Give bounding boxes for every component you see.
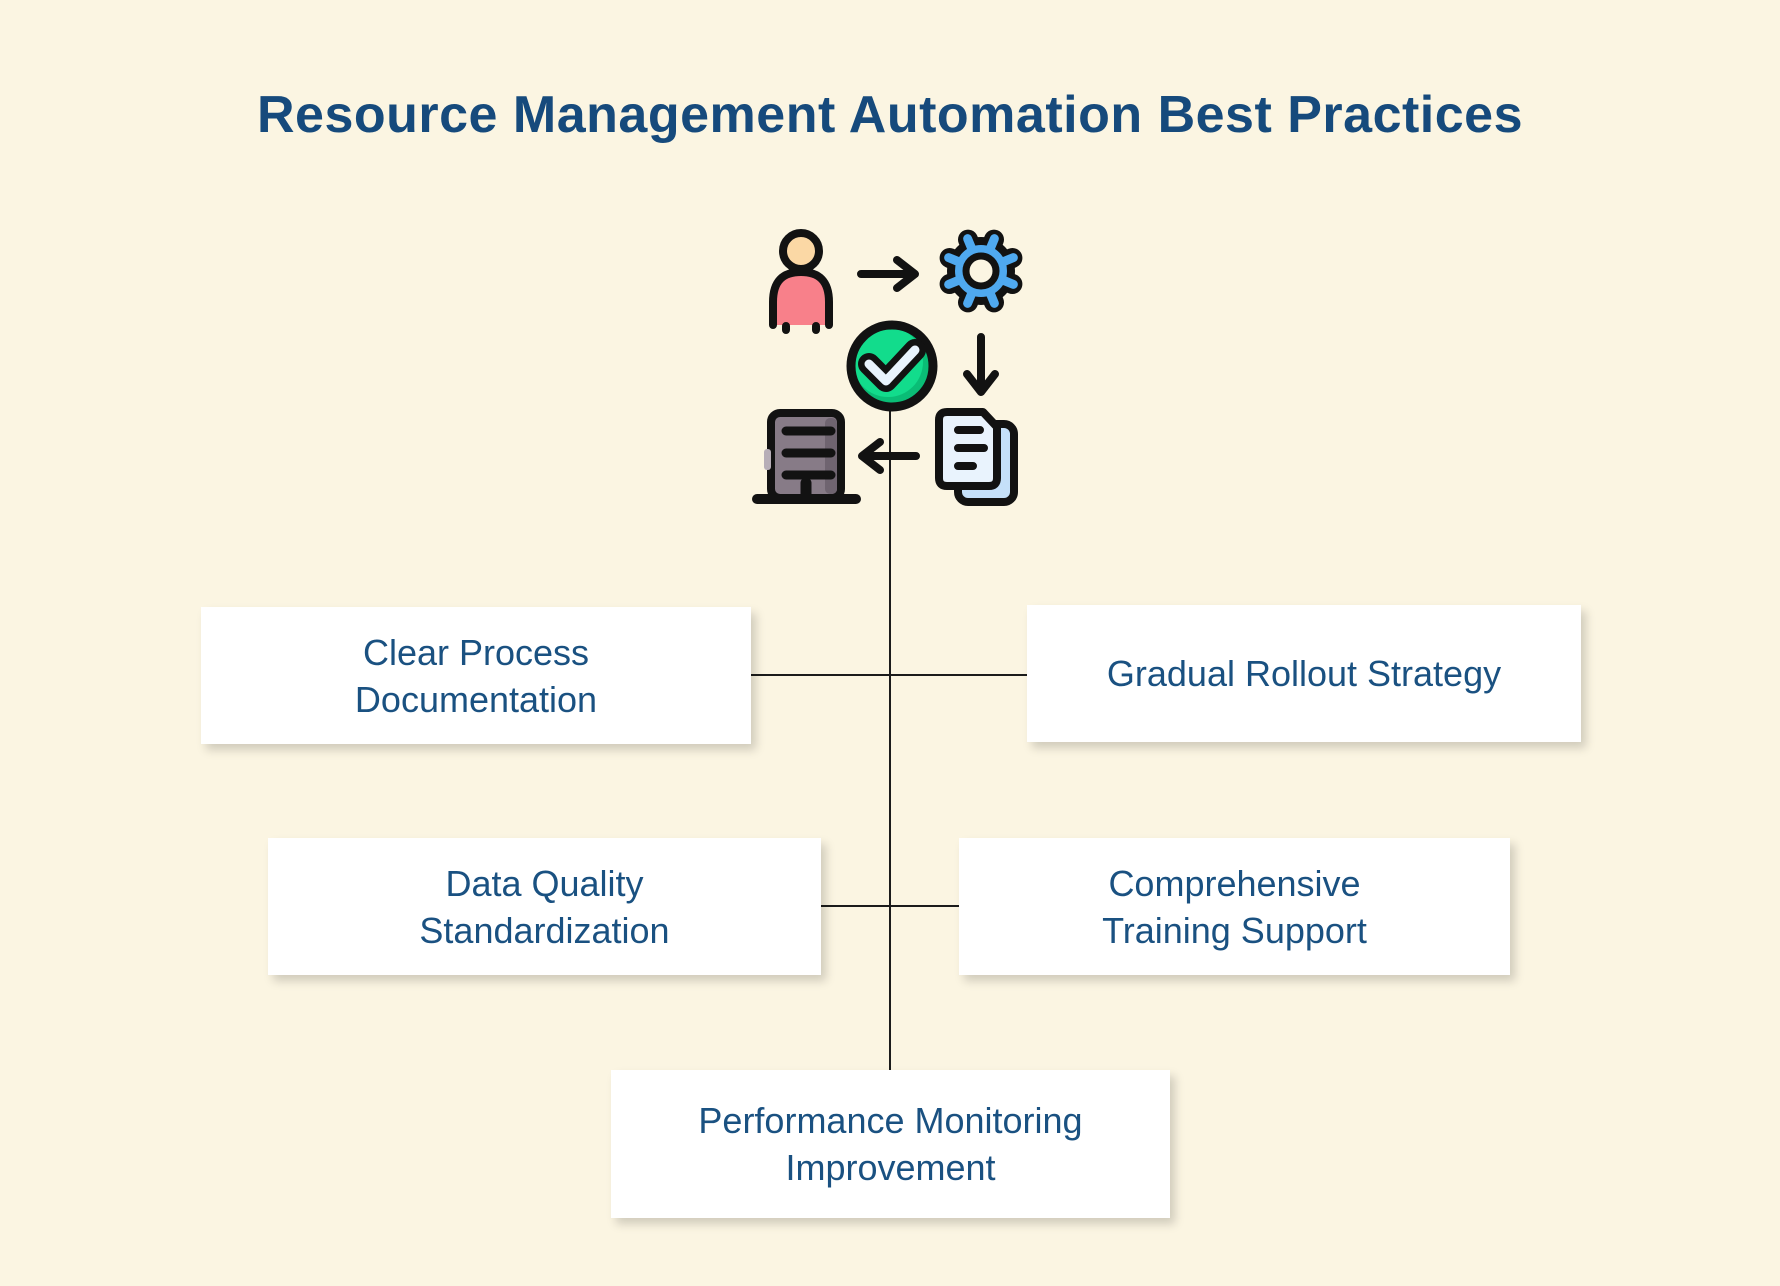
node-label-line: Improvement [785, 1147, 996, 1188]
connector-vertical-line [889, 409, 891, 1070]
check-circle-icon [846, 320, 938, 412]
automation-icon-cluster [752, 229, 1023, 506]
arrow-right-icon [857, 256, 919, 292]
person-icon [769, 229, 833, 334]
node-label-line: Documentation [354, 678, 598, 720]
node-label-line: Data Quality [445, 862, 644, 904]
node-performance-monitoring-improvement: Performance Monitoring Improvement [611, 1070, 1170, 1218]
node-label-line: Gradual Rollout Strategy [1106, 653, 1502, 694]
connector-row1-line [751, 674, 1027, 676]
node-clear-process-documentation: Clear Process Documentation [201, 607, 751, 744]
node-label-line: Performance Monitoring [698, 1100, 1083, 1141]
documents-icon [935, 408, 1018, 506]
node-label-line: Training Support [1102, 909, 1367, 951]
connector-row2-line [821, 905, 959, 907]
node-comprehensive-training-support: Comprehensive Training Support [959, 838, 1510, 975]
node-gradual-rollout-strategy: Gradual Rollout Strategy [1027, 605, 1581, 742]
gear-icon [939, 229, 1023, 313]
page-title: Resource Management Automation Best Prac… [256, 86, 1524, 144]
building-icon [752, 409, 861, 504]
node-data-quality-standardization: Data Quality Standardization [268, 838, 821, 975]
node-label-line: Comprehensive [1108, 862, 1361, 904]
node-label-line: Standardization [419, 909, 670, 951]
arrow-left-icon [858, 438, 920, 474]
node-label-line: Clear Process [362, 631, 590, 673]
arrow-down-icon [963, 333, 999, 396]
